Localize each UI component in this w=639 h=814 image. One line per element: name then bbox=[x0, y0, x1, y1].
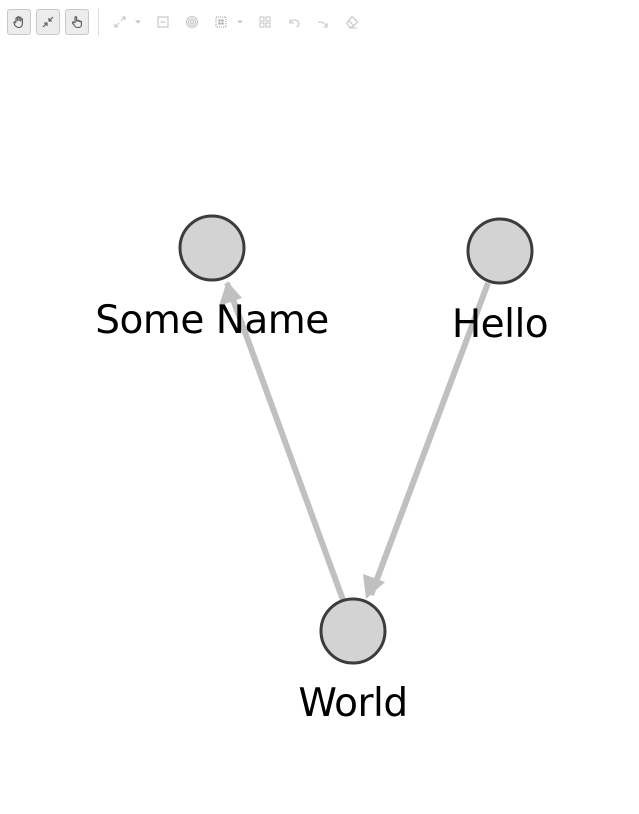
dotted-grid-icon bbox=[215, 16, 227, 28]
edge-world-to-some-name[interactable] bbox=[219, 281, 346, 602]
toolbar-divider bbox=[98, 8, 99, 36]
collapse-arrows-icon bbox=[42, 16, 54, 28]
minus-box-icon bbox=[157, 16, 169, 28]
select-area-dropdown-toggle[interactable] bbox=[235, 14, 245, 30]
undo-button[interactable] bbox=[286, 14, 302, 30]
select-area-button[interactable] bbox=[213, 14, 229, 30]
arrowhead-icon bbox=[363, 574, 385, 599]
arrowhead-icon bbox=[219, 281, 242, 306]
pan-hand-button[interactable] bbox=[7, 9, 31, 35]
caret-down-icon bbox=[237, 20, 243, 24]
node-hello[interactable] bbox=[466, 217, 534, 285]
select-hand-button[interactable] bbox=[65, 9, 89, 35]
center-button[interactable] bbox=[184, 14, 200, 30]
undo-icon bbox=[289, 19, 300, 28]
pointer-hand-icon bbox=[71, 16, 82, 29]
node-some-name[interactable] bbox=[178, 214, 246, 282]
fit-button[interactable] bbox=[155, 14, 171, 30]
redo-button[interactable] bbox=[315, 14, 331, 30]
graph-toolbar bbox=[0, 0, 639, 45]
node-label-world: World bbox=[298, 681, 408, 726]
expand-arrows-icon bbox=[114, 16, 126, 28]
collapse-button[interactable] bbox=[36, 9, 60, 35]
node-label-hello: Hello bbox=[451, 302, 549, 347]
hand-icon bbox=[13, 16, 23, 29]
redo-icon bbox=[318, 21, 328, 28]
eraser-icon bbox=[345, 15, 359, 29]
edge-hello-to-world[interactable] bbox=[363, 281, 491, 599]
caret-down-icon bbox=[135, 20, 141, 24]
expand-button[interactable] bbox=[112, 14, 128, 30]
node-label-some-name: Some Name bbox=[95, 298, 329, 343]
layout-button[interactable] bbox=[257, 14, 273, 30]
expand-dropdown-toggle[interactable] bbox=[133, 14, 143, 30]
target-icon bbox=[185, 15, 199, 29]
erase-button[interactable] bbox=[344, 14, 360, 30]
grid-layout-icon bbox=[259, 16, 271, 28]
node-world[interactable] bbox=[319, 597, 387, 665]
